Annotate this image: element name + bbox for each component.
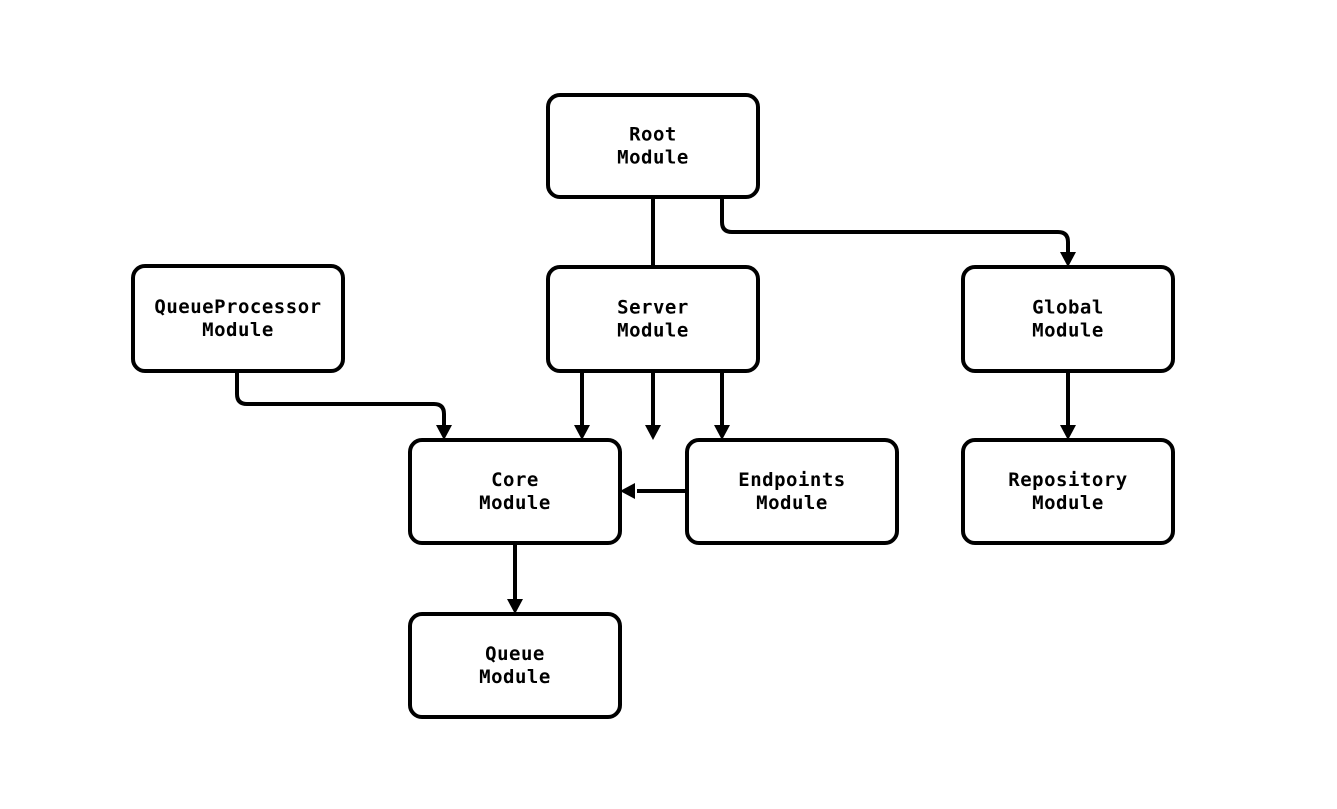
node-label-secondary: Module bbox=[202, 319, 274, 341]
arrowhead-server-core bbox=[574, 425, 590, 440]
node-label-primary: Server bbox=[617, 297, 689, 319]
node-label-secondary: Module bbox=[1032, 320, 1104, 342]
edge-server-endpoints bbox=[714, 371, 730, 440]
nodes-layer: RootModuleQueueProcessorModuleServerModu… bbox=[131, 93, 1175, 719]
edges-layer bbox=[235, 197, 1076, 614]
arrowhead-server-endpoints bbox=[714, 425, 730, 440]
edge-server-core bbox=[574, 371, 590, 440]
arrowhead-root-server bbox=[645, 425, 661, 440]
edge-root-global bbox=[720, 197, 1076, 267]
arrowhead-queueprocessor-core bbox=[436, 425, 452, 440]
arrowhead-global-repository bbox=[1060, 425, 1076, 440]
node-label-primary: Core bbox=[491, 469, 539, 491]
node-label-primary: Global bbox=[1032, 297, 1104, 319]
node-label-primary: Repository bbox=[1008, 469, 1127, 491]
arrowhead-root-global bbox=[1060, 252, 1076, 267]
edge-endpoints-core bbox=[620, 483, 687, 499]
edge-core-queue bbox=[507, 543, 523, 614]
node-label-secondary: Module bbox=[479, 492, 551, 514]
node-label-secondary: Module bbox=[1032, 492, 1104, 514]
node-label-primary: Queue bbox=[485, 643, 545, 665]
arrowhead-core-queue bbox=[507, 599, 523, 614]
node-label-secondary: Module bbox=[617, 147, 689, 169]
node-label-primary: Root bbox=[629, 124, 677, 146]
edge-queueprocessor-core bbox=[235, 371, 452, 440]
edge-global-repository bbox=[1060, 371, 1076, 440]
arrowhead-endpoints-core bbox=[620, 483, 635, 499]
node-label-secondary: Module bbox=[756, 492, 828, 514]
node-label-primary: Endpoints bbox=[738, 469, 845, 491]
node-label-primary: QueueProcessor bbox=[154, 296, 321, 318]
node-label-secondary: Module bbox=[617, 320, 689, 342]
node-label-secondary: Module bbox=[479, 666, 551, 688]
